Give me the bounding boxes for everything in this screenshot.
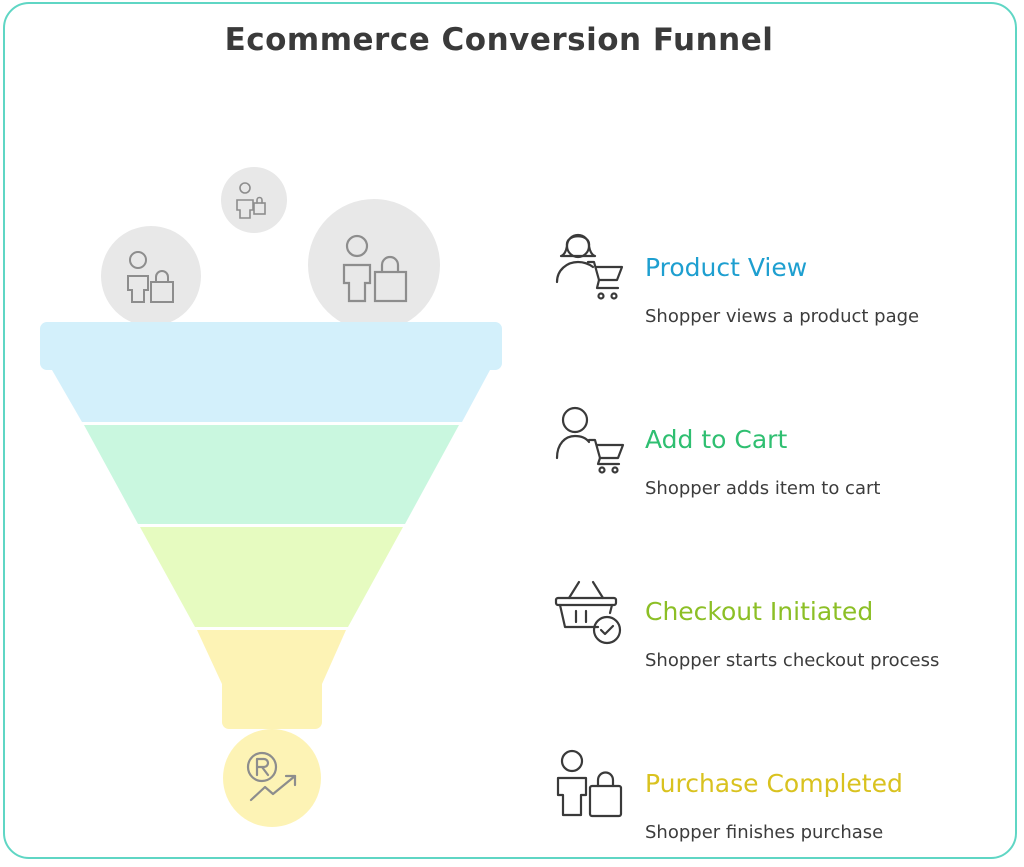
stage-title-checkout: Checkout Initiated xyxy=(645,597,874,626)
page-title: Ecommerce Conversion Funnel xyxy=(224,22,774,58)
stage-title-product-view: Product View xyxy=(645,253,808,282)
user-cart-icon xyxy=(555,406,625,474)
stage-desc-add-to-cart: Shopper adds item to cart xyxy=(645,478,881,499)
funnel-band-checkout xyxy=(140,527,403,627)
funnel-band-product-view xyxy=(52,370,490,422)
shopper-bubble-small xyxy=(221,167,287,233)
shopper-cart-icon xyxy=(555,233,624,300)
shopper-bubble-left xyxy=(101,226,201,326)
funnel-band-add-to-cart xyxy=(84,425,459,524)
shopper-bag-icon xyxy=(556,749,623,818)
stage-title-purchase: Purchase Completed xyxy=(645,769,903,798)
stage-title-add-to-cart: Add to Cart xyxy=(645,425,788,454)
revenue-growth-icon xyxy=(223,729,321,827)
stage-desc-purchase: Shopper finishes purchase xyxy=(645,822,884,843)
stage-desc-product-view: Shopper views a product page xyxy=(645,306,920,327)
funnel-band-purchase xyxy=(197,630,346,729)
shopper-bubble-right xyxy=(308,199,440,331)
funnel-rim xyxy=(40,322,502,370)
basket-check-icon xyxy=(554,580,622,645)
stage-desc-checkout: Shopper starts checkout process xyxy=(645,650,940,671)
